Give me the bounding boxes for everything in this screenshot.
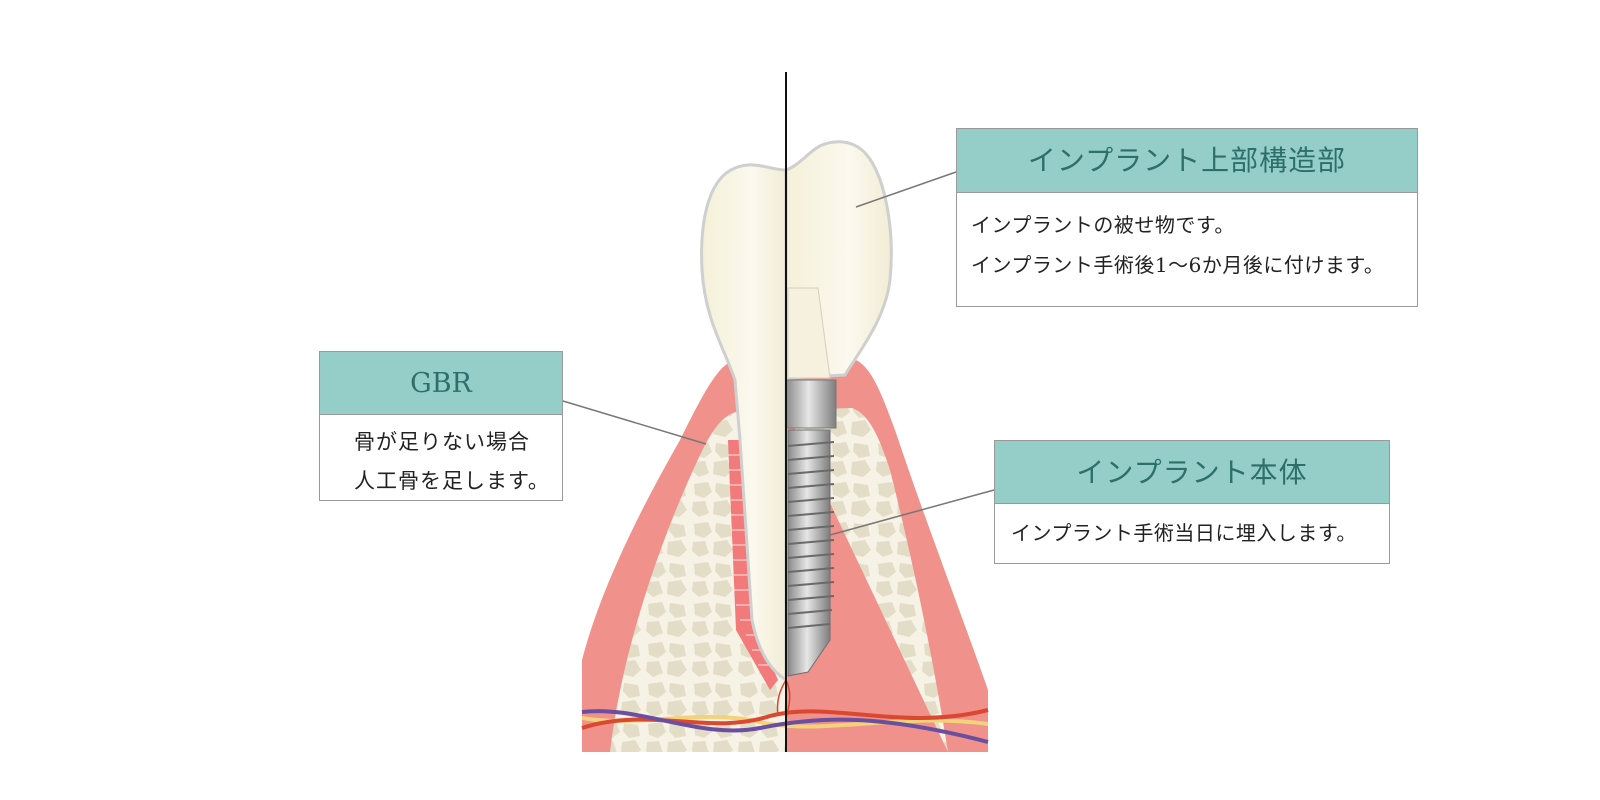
callout-gbr-line-1: 骨が足りない場合 — [354, 430, 530, 454]
callout-fixture-title: インプラント本体 — [995, 441, 1389, 504]
leader-line-superstructure — [855, 171, 957, 208]
callout-gbr: GBR 骨が足りない場合 人工骨を足します。 — [319, 351, 563, 501]
leader-line-fixture — [829, 489, 995, 536]
callout-superstructure: インプラント上部構造部 インプラントの被せ物です。 インプラント手術後1～6か月… — [956, 128, 1418, 307]
callout-fixture-line-1: インプラント手術当日に埋入します。 — [1011, 521, 1357, 545]
callout-gbr-body: 骨が足りない場合 人工骨を足します。 — [320, 415, 562, 501]
implant-abutment — [787, 287, 831, 379]
vessel-purple — [581, 709, 989, 744]
implant-threads — [787, 441, 835, 629]
natural-tooth — [700, 163, 788, 683]
implant-fixture — [787, 429, 831, 677]
callout-superstructure-body: インプラントの被せ物です。 インプラント手術後1～6か月後に付けます。 — [957, 193, 1417, 285]
callout-superstructure-line-1: インプラントの被せ物です。 — [971, 213, 1235, 237]
implant-collar — [785, 379, 837, 429]
callout-superstructure-title: インプラント上部構造部 — [957, 129, 1417, 193]
vessel-red — [581, 708, 989, 730]
leader-line-gbr — [562, 400, 707, 445]
callout-gbr-title: GBR — [320, 352, 562, 415]
callout-fixture-body: インプラント手術当日に埋入します。 — [995, 504, 1389, 553]
callout-fixture: インプラント本体 インプラント手術当日に埋入します。 — [994, 440, 1390, 564]
callout-superstructure-line-2: インプラント手術後1～6か月後に付けます。 — [971, 253, 1385, 277]
gbr-graft-strip — [728, 440, 778, 690]
callout-gbr-line-2: 人工骨を足します。 — [354, 469, 550, 493]
